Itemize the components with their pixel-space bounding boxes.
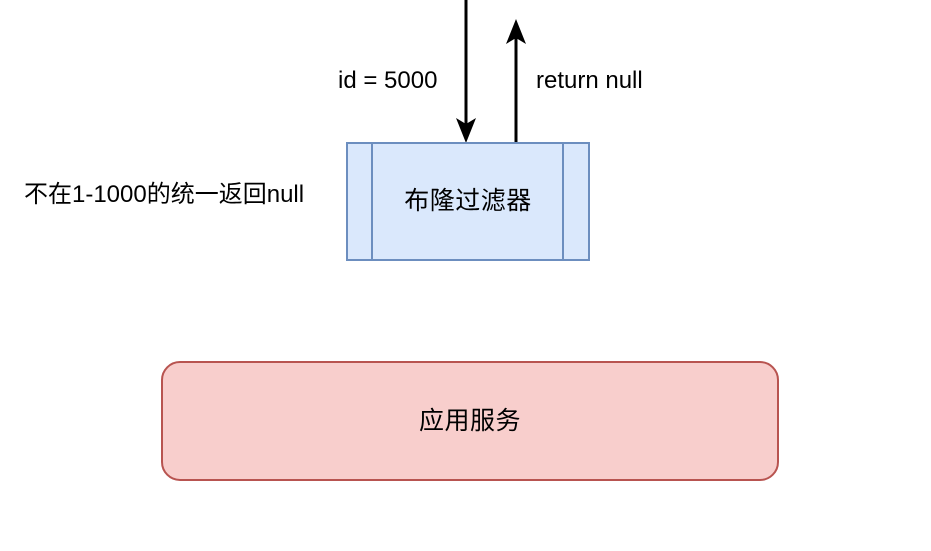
application-service-label: 应用服务: [418, 406, 521, 435]
response-arrow-head-icon: [506, 19, 526, 44]
node-application-service[interactable]: 应用服务: [161, 361, 779, 481]
bloom-filter-divider-right: [562, 144, 564, 259]
left-note-annotation: 不在1-1000的统一返回null: [24, 181, 305, 208]
request-arrow-label: id = 5000: [338, 67, 438, 94]
response-arrow-label: return null: [536, 67, 643, 94]
bloom-filter-label: 布隆过滤器: [404, 187, 532, 215]
bloom-filter-divider-left: [371, 144, 373, 259]
request-arrow: [456, 0, 476, 143]
node-bloom-filter[interactable]: 布隆过滤器: [346, 142, 590, 261]
request-arrow-head-icon: [456, 118, 476, 143]
